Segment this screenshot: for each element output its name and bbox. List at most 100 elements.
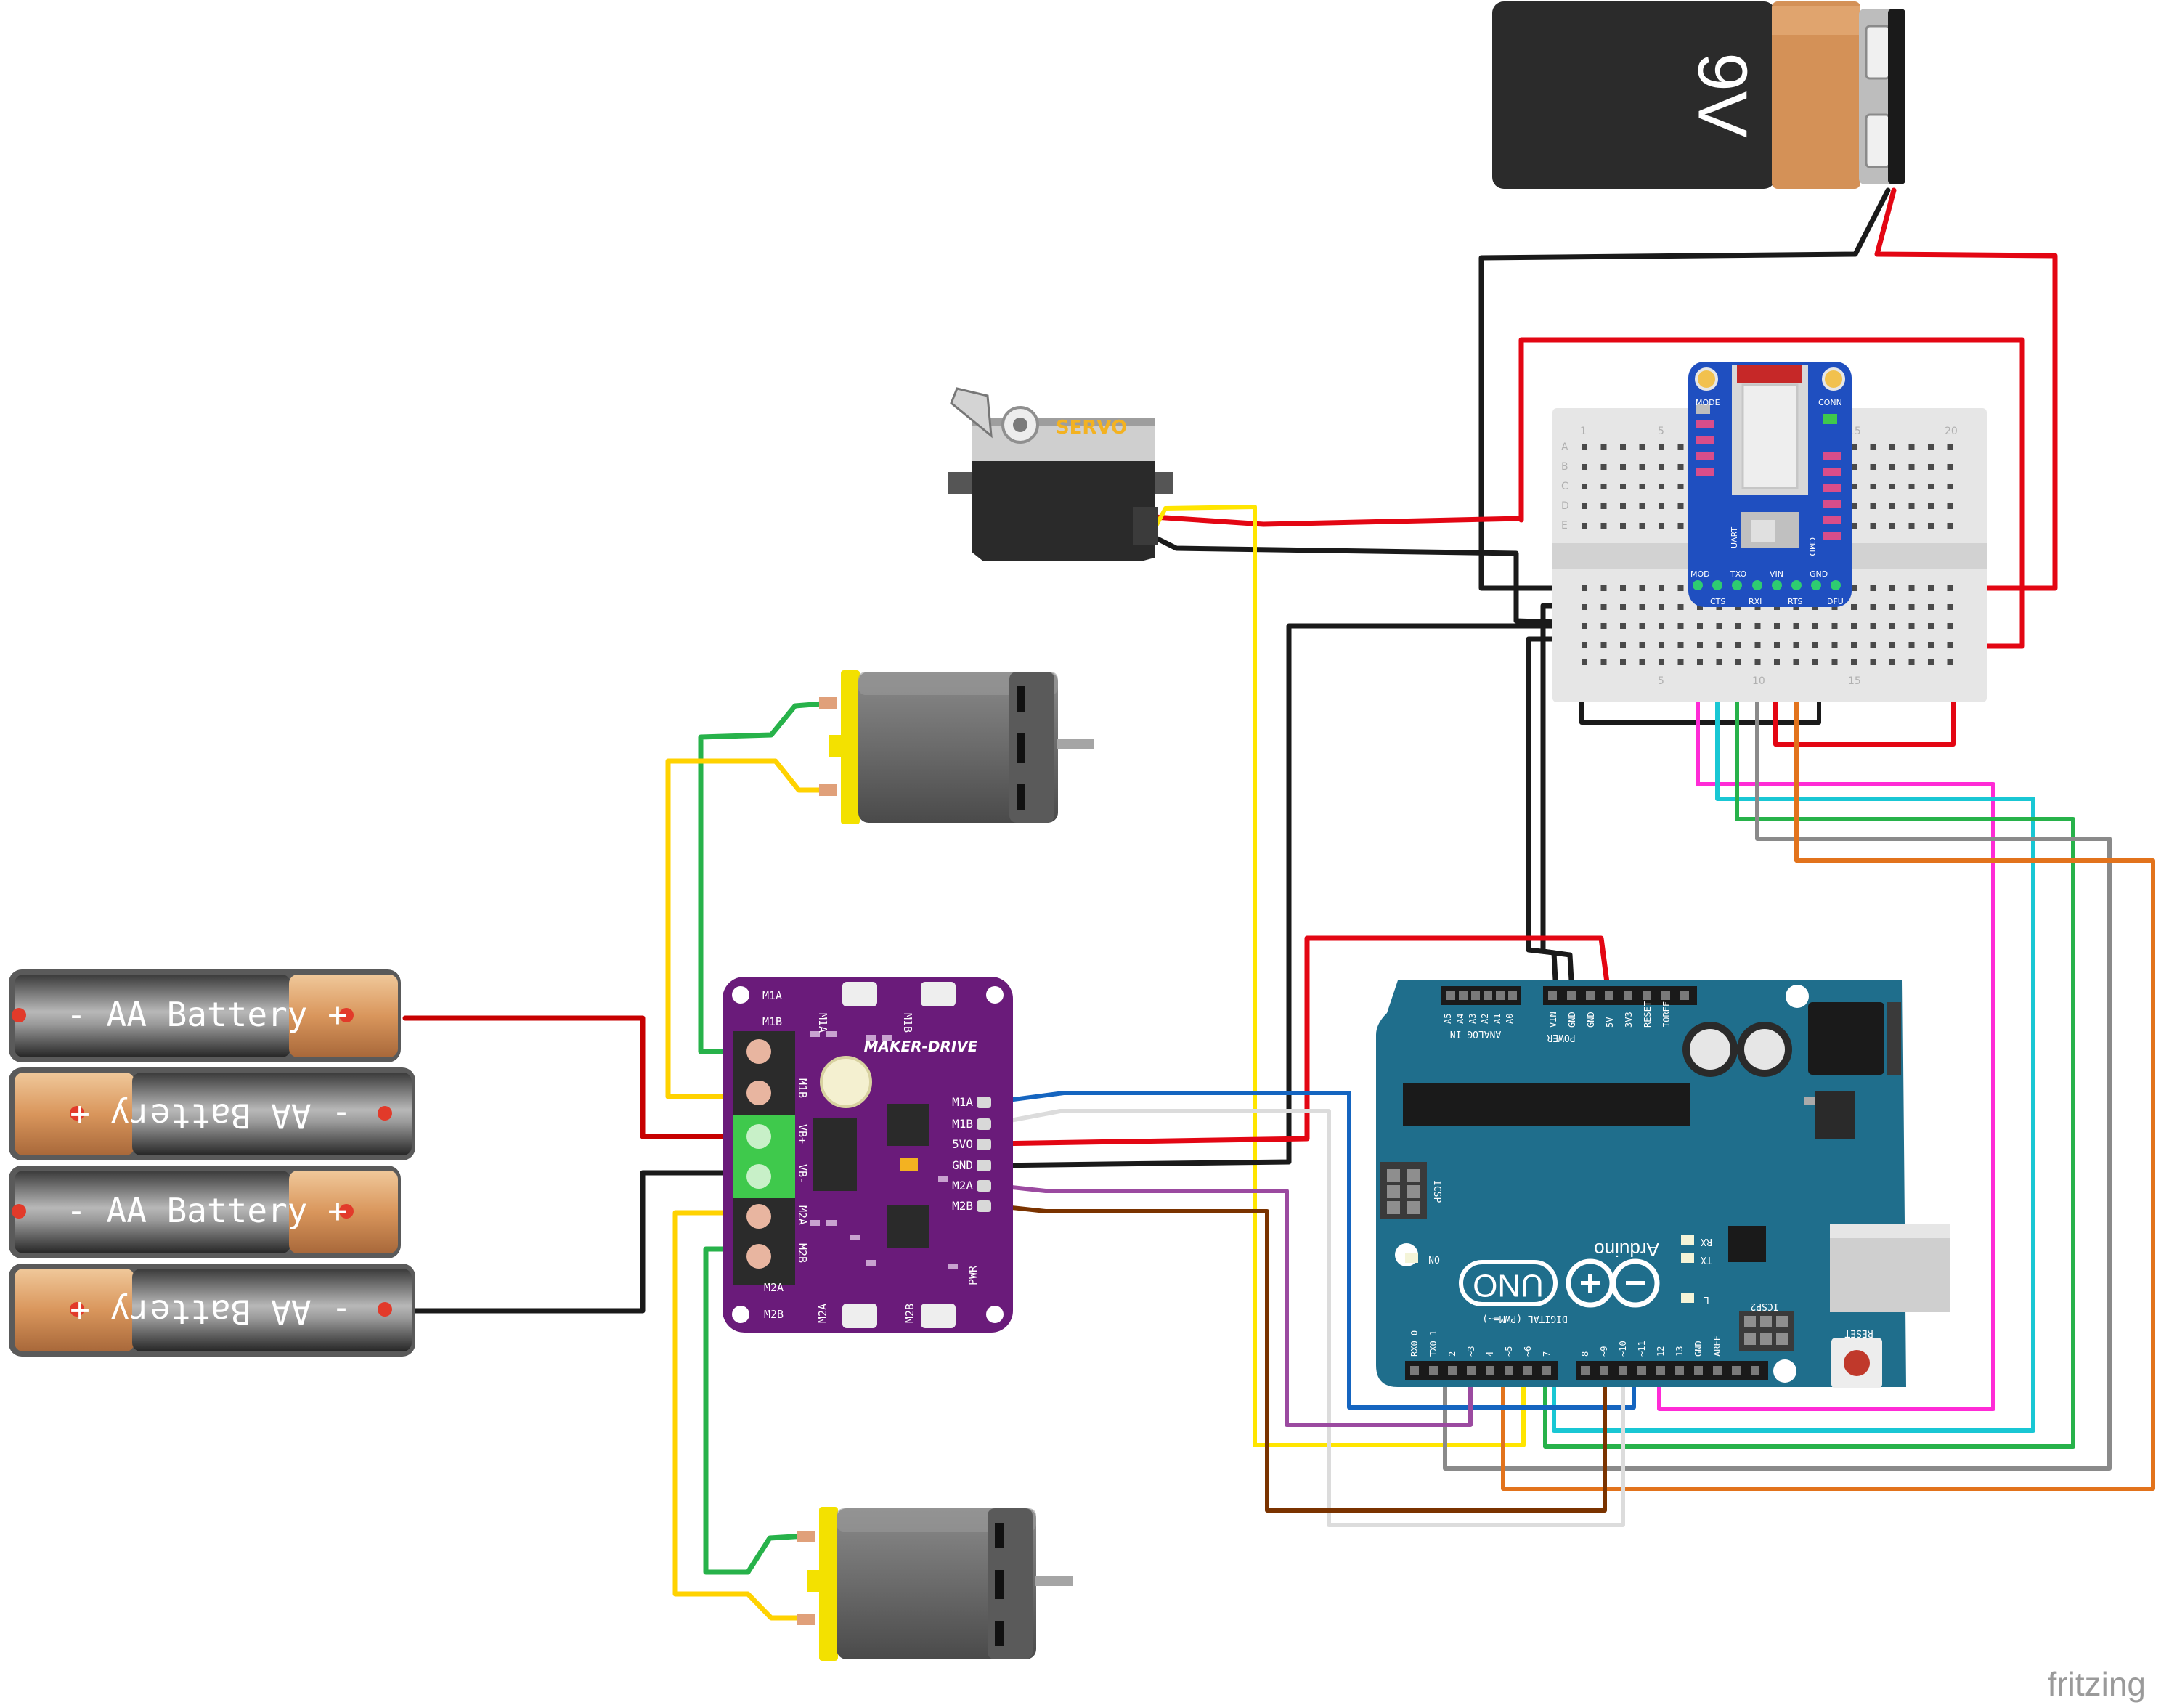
breadboard-hole[interactable]	[1639, 523, 1645, 529]
aa-battery-4[interactable]: - AA Battery +	[9, 1264, 415, 1357]
breadboard-hole[interactable]	[1677, 503, 1684, 509]
breadboard-hole[interactable]	[1620, 464, 1626, 470]
breadboard-hole[interactable]	[1928, 642, 1934, 648]
breadboard-hole[interactable]	[1928, 623, 1934, 629]
breadboard-hole[interactable]	[1947, 464, 1953, 470]
wire-m2-yellow[interactable]	[672, 1210, 809, 1621]
breadboard-hole[interactable]	[1908, 585, 1915, 591]
breadboard-hole[interactable]	[1582, 659, 1587, 665]
arduino-header-pin[interactable]	[1548, 991, 1557, 1000]
arduino-header-pin[interactable]	[1751, 1366, 1759, 1375]
breadboard-hole[interactable]	[1870, 585, 1876, 591]
breadboard-hole[interactable]	[1677, 444, 1684, 450]
breadboard-hole[interactable]	[1870, 503, 1876, 509]
breadboard-hole[interactable]	[1908, 503, 1915, 509]
breadboard-hole[interactable]	[1677, 523, 1684, 529]
breadboard-hole[interactable]	[1582, 604, 1587, 610]
breadboard-hole[interactable]	[1677, 642, 1684, 648]
breadboard-hole[interactable]	[1677, 484, 1684, 489]
wire-m1-green[interactable]	[698, 700, 834, 1054]
arduino-header-pin[interactable]	[1605, 991, 1613, 1000]
breadboard-hole[interactable]	[1908, 523, 1915, 529]
breadboard-hole[interactable]	[1889, 623, 1895, 629]
breadboard-hole[interactable]	[1928, 464, 1934, 470]
breadboard-hole[interactable]	[1947, 659, 1953, 665]
breadboard-hole[interactable]	[1697, 604, 1703, 610]
breadboard-hole[interactable]	[1716, 659, 1722, 665]
arduino-header-pin[interactable]	[1523, 1366, 1532, 1375]
breadboard-hole[interactable]	[1908, 604, 1915, 610]
breadboard-hole[interactable]	[1659, 585, 1664, 591]
breadboard-hole[interactable]	[1947, 503, 1953, 509]
breadboard-hole[interactable]	[1774, 623, 1780, 629]
breadboard-hole[interactable]	[1677, 604, 1684, 610]
breadboard-hole[interactable]	[1851, 585, 1857, 591]
dc-motor-1[interactable]	[819, 670, 1094, 824]
wire-m1-yellow[interactable]	[665, 758, 834, 1099]
breadboard-hole[interactable]	[1889, 503, 1895, 509]
breadboard-hole[interactable]	[1620, 503, 1626, 509]
breadboard-hole[interactable]	[1659, 623, 1664, 629]
breadboard-hole[interactable]	[1851, 503, 1857, 509]
breadboard-hole[interactable]	[1928, 604, 1934, 610]
arduino-header-pin[interactable]	[1446, 991, 1455, 1000]
arduino-header-pin[interactable]	[1643, 991, 1651, 1000]
breadboard-hole[interactable]	[1870, 659, 1876, 665]
breadboard-hole[interactable]	[1600, 604, 1607, 610]
arduino-header-pin[interactable]	[1600, 1366, 1608, 1375]
breadboard-hole[interactable]	[1870, 444, 1876, 450]
breadboard-hole[interactable]	[1735, 642, 1741, 648]
breadboard-hole[interactable]	[1831, 623, 1838, 629]
arduino-header-pin[interactable]	[1713, 1366, 1722, 1375]
wire-m2-green[interactable]	[703, 1246, 809, 1575]
dc-motor-2[interactable]	[797, 1507, 1073, 1661]
breadboard-hole[interactable]	[1639, 503, 1645, 509]
breadboard-hole[interactable]	[1620, 523, 1626, 529]
breadboard-hole[interactable]	[1947, 604, 1953, 610]
breadboard-hole[interactable]	[1716, 642, 1722, 648]
breadboard-hole[interactable]	[1812, 642, 1818, 648]
arduino-header-pin[interactable]	[1429, 1366, 1438, 1375]
arduino-header-pin[interactable]	[1637, 1366, 1646, 1375]
breadboard-hole[interactable]	[1697, 642, 1703, 648]
breadboard-hole[interactable]	[1659, 444, 1664, 450]
wire-driver-gnd-black[interactable]	[988, 623, 1584, 1168]
wire-servo-black[interactable]	[1152, 534, 1584, 626]
breadboard-hole[interactable]	[1677, 659, 1684, 665]
wire-ble-green[interactable]	[1543, 660, 2075, 1449]
breadboard-hole[interactable]	[1582, 585, 1587, 591]
breadboard-hole[interactable]	[1697, 623, 1703, 629]
breadboard-hole[interactable]	[1659, 464, 1664, 470]
wire-ble-orange[interactable]	[1501, 660, 2155, 1491]
breadboard-hole[interactable]	[1639, 585, 1645, 591]
breadboard-hole[interactable]	[1600, 484, 1607, 489]
aa-battery-1[interactable]: - AA Battery +	[9, 969, 401, 1062]
wire-driver-white[interactable]	[989, 1109, 1625, 1527]
battery-9v[interactable]: 9V	[1492, 1, 1905, 189]
wire-bb-red-top[interactable]	[1518, 337, 2025, 649]
arduino-header-pin[interactable]	[1459, 991, 1468, 1000]
breadboard-hole[interactable]	[1600, 444, 1607, 450]
breadboard-hole[interactable]	[1639, 484, 1645, 489]
breadboard-hole[interactable]	[1774, 642, 1780, 648]
breadboard-hole[interactable]	[1620, 659, 1626, 665]
breadboard-hole[interactable]	[1582, 642, 1587, 648]
breadboard-hole[interactable]	[1677, 585, 1684, 591]
arduino-header-pin[interactable]	[1467, 1366, 1476, 1375]
breadboard-hole[interactable]	[1851, 642, 1857, 648]
breadboard-hole[interactable]	[1659, 659, 1664, 665]
breadboard-hole[interactable]	[1774, 659, 1780, 665]
breadboard-hole[interactable]	[1831, 659, 1838, 665]
breadboard-hole[interactable]	[1870, 604, 1876, 610]
breadboard-hole[interactable]	[1889, 444, 1895, 450]
breadboard-hole[interactable]	[1600, 623, 1607, 629]
wire-bb-black-gnd[interactable]	[1526, 636, 1584, 996]
arduino-uno[interactable]: UNO Arduino ANALOG IN POWER DIGITAL (PWM…	[1376, 980, 1950, 1388]
breadboard-hole[interactable]	[1851, 604, 1857, 610]
breadboard-hole[interactable]	[1947, 585, 1953, 591]
breadboard-hole[interactable]	[1851, 484, 1857, 489]
breadboard-hole[interactable]	[1600, 642, 1607, 648]
arduino-header-pin[interactable]	[1505, 1366, 1513, 1375]
aa-battery-pack[interactable]: - AA Battery + - AA Battery + - AA Batte…	[9, 969, 415, 1357]
arduino-header-pin[interactable]	[1661, 991, 1670, 1000]
